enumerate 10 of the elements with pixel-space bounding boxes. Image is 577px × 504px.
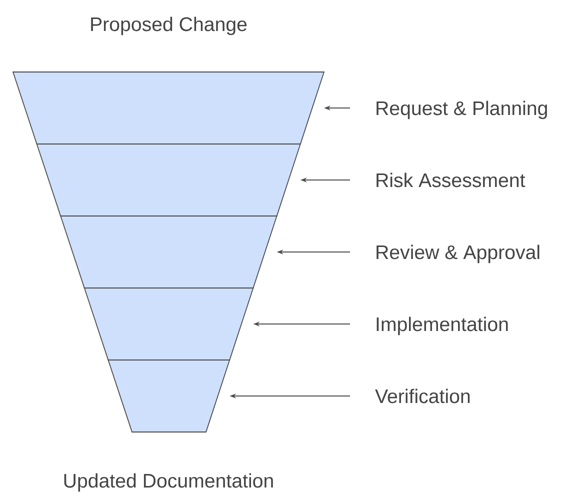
- stage-label: Risk Assessment: [376, 172, 526, 188]
- stage-label: Request & Planning: [376, 100, 547, 120]
- funnel-band: [108, 360, 230, 432]
- stage-label: Verification: [375, 388, 470, 404]
- funnel-band: [84, 288, 254, 360]
- stage-label: Implementation: [376, 316, 508, 336]
- funnel-label: Proposed Change: [91, 16, 247, 36]
- funnel-label: Updated Documentation: [64, 473, 273, 492]
- stage-label: Review & Approval: [376, 244, 540, 264]
- funnel-band: [36, 144, 302, 216]
